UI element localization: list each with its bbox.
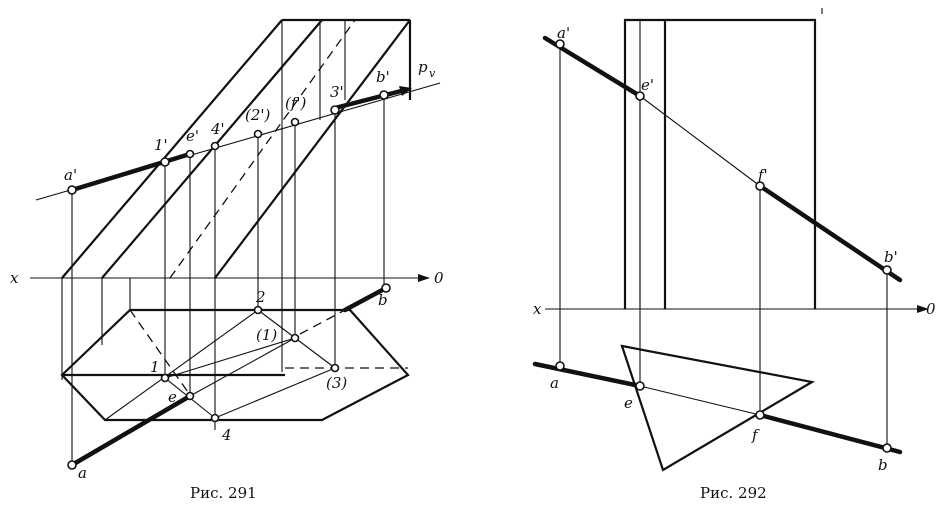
prism-front-edge-1 (61, 19, 283, 279)
section-line-2 (164, 337, 296, 379)
line-ab-front-inner (639, 95, 761, 187)
point-3-prime (330, 105, 340, 115)
line-ab-plan-inner (639, 385, 761, 416)
label-paren-1: (1) (256, 326, 277, 344)
line-ab-plan-inner (189, 337, 296, 397)
point-b (381, 283, 391, 293)
label-a-prime: a' (64, 166, 77, 184)
line-ab-plan-visible-1 (532, 361, 643, 389)
line-ab-front-visible-1 (69, 151, 193, 193)
pv-arrow (399, 86, 412, 96)
label-4: 4 (221, 426, 232, 444)
point-f-292 (755, 410, 765, 420)
point-1-prime (160, 157, 170, 167)
point-e (185, 391, 195, 401)
prism-rect (623, 18, 817, 309)
point-e-prime (185, 149, 195, 159)
label-e-292: e (624, 394, 633, 412)
section-line-1 (104, 309, 259, 421)
label-e: e (168, 388, 177, 406)
point-a-prime (67, 185, 77, 195)
line-ab-front-visible-2 (757, 183, 903, 283)
axis-0-label-291: 0 (434, 269, 444, 287)
point-a-prime-292 (555, 39, 565, 49)
point-3 (330, 363, 340, 373)
triangle-plan (620, 344, 816, 472)
point-paren-1 (290, 333, 300, 343)
line-ab-plan-hidden (299, 309, 346, 335)
point-f-prime-292 (755, 181, 765, 191)
point-4 (210, 413, 220, 423)
figure-292: x 0 a' e' f' b' a e f b Рис. 292 (532, 8, 936, 502)
label-f-292: f (751, 426, 760, 444)
point-a-292 (555, 361, 565, 371)
label-a: a (78, 464, 87, 482)
label-b-prime-292: b' (884, 248, 898, 266)
line-ab-front-visible-2 (332, 87, 408, 111)
point-b-prime-292 (882, 265, 892, 275)
line-ab-plan-visible-1 (69, 393, 193, 468)
axis-0-label-292: 0 (926, 300, 936, 318)
point-4-prime (210, 141, 220, 151)
axis-arrow-291 (418, 274, 430, 282)
point-a (67, 460, 77, 470)
point-e-292 (635, 381, 645, 391)
caption-292: Рис. 292 (700, 484, 767, 502)
label-3-prime: 3' (330, 83, 344, 101)
label-f-prime: (f') (285, 94, 307, 112)
section-line-3 (214, 367, 336, 419)
prism-front-edge-3 (214, 19, 411, 279)
point-f-prime (290, 117, 300, 127)
point-2-prime (253, 129, 263, 139)
label-4-prime: 4' (210, 120, 225, 138)
point-e-prime-292 (635, 91, 645, 101)
line-ab-plan-visible-2 (342, 285, 389, 313)
figure-291: x 0 p v a' 1' e' 4' (2') (f') 3' b' a b … (10, 18, 444, 502)
label-e-prime-292: e' (641, 76, 654, 94)
point-b-prime (379, 90, 389, 100)
label-b-prime: b' (376, 68, 390, 86)
label-1-prime: 1' (154, 136, 168, 154)
label-2: 2 (255, 288, 266, 306)
label-2-prime: (2') (245, 106, 271, 124)
point-2 (253, 305, 263, 315)
point-1 (160, 373, 170, 383)
label-a-292: a (550, 374, 559, 392)
plane-sub-label: v (429, 67, 436, 80)
plane-p-label: p (418, 58, 428, 76)
label-f-prime-292: f' (757, 166, 768, 184)
line-ab-plan-visible-2 (757, 412, 903, 455)
axis-arrow-292 (917, 305, 929, 313)
prism-front-edge-hidden (169, 19, 356, 279)
label-a-prime-292: a' (557, 24, 570, 42)
point-b-292 (882, 443, 892, 453)
hexagon-hidden-2 (129, 309, 191, 396)
label-paren-3: (3) (326, 374, 347, 392)
label-1: 1 (150, 358, 160, 376)
axis-x-label-292: x (533, 300, 542, 318)
label-e-prime: e' (186, 127, 199, 145)
caption-291: Рис. 291 (190, 484, 257, 502)
label-b: b (378, 291, 388, 309)
label-b-292: b (878, 456, 888, 474)
axis-x-label-291: x (10, 269, 19, 287)
